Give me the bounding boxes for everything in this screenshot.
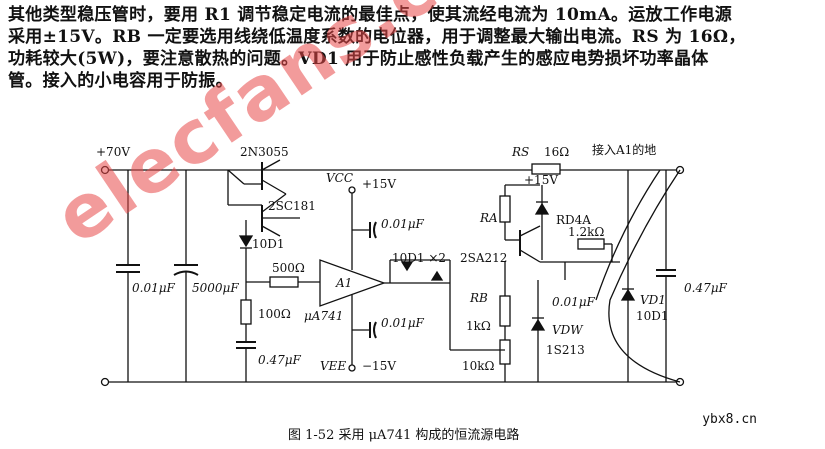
label-10d1x2: 10D1 ×2: [392, 251, 446, 265]
label-r1k: 1kΩ: [466, 319, 491, 333]
label-r12k: 1.2kΩ: [568, 225, 604, 239]
label-a1: A1: [335, 276, 352, 290]
label-1s213: 1S213: [546, 343, 585, 357]
label-vcc: VCC: [326, 171, 353, 185]
label-vcc-volt: +15V: [362, 177, 396, 191]
label-c5000: 5000μF: [192, 281, 239, 295]
label-r10k: 10kΩ: [462, 359, 495, 373]
text-line: 采用±15V。RB 一定要选用线绕低温度系数的电位器，用于调整最大输出电流。RS…: [8, 27, 746, 47]
label-rd4a: RD4A: [556, 213, 591, 227]
text-line: 管。接入的小电容用于防振。: [8, 71, 233, 91]
label-vee-volt: −15V: [362, 359, 396, 373]
label-c047-right: 0.47μF: [684, 281, 728, 295]
label-ua741: μA741: [304, 309, 343, 323]
label-ra: RA: [479, 211, 498, 225]
label-10d1: 10D1: [252, 237, 285, 251]
label-load: 接入A1的地: [592, 142, 656, 157]
label-r100: 100Ω: [258, 307, 291, 321]
label-vee: VEE: [320, 359, 346, 373]
text-line: 功耗较大(5W)，要注意散热的问题。VD1 用于防止感性负载产生的感应电势损坏功…: [8, 49, 709, 69]
label-p15-right: +15V: [524, 173, 558, 187]
label-2sc181: 2SC181: [268, 199, 316, 213]
label-c047-left: 0.47μF: [258, 353, 302, 367]
label-vdw: VDW: [552, 323, 584, 337]
label-c001-left: 0.01μF: [132, 281, 176, 295]
terminal-bottom-left: [100, 377, 110, 387]
text-line: 其他类型稳压管时，要用 R1 调节稳定电流的最佳点，使其流经电流为 10mA。运…: [8, 5, 733, 25]
label-r500: 500Ω: [272, 261, 305, 275]
label-2n3055: 2N3055: [240, 145, 289, 159]
label-rb: RB: [469, 291, 488, 305]
label-v70: +70V: [96, 145, 130, 159]
label-c001-right: 0.01μF: [552, 295, 596, 309]
figure-caption: 图 1-52 采用 μA741 构成的恒流源电路: [288, 428, 520, 443]
site-mark: ybx8.cn: [702, 412, 757, 427]
body-paragraph: 其他类型稳压管时，要用 R1 调节稳定电流的最佳点，使其流经电流为 10mA。运…: [8, 4, 820, 92]
label-cap-vee: 0.01μF: [381, 316, 425, 330]
terminal-top-left: [100, 165, 110, 175]
label-2sa212: 2SA212: [460, 251, 507, 265]
label-cap-vcc: 0.01μF: [381, 217, 425, 231]
label-vd1-part: 10D1: [636, 309, 669, 323]
label-r16: 16Ω: [544, 145, 569, 159]
label-rs: RS: [511, 145, 529, 159]
label-vd1: VD1: [640, 293, 666, 307]
